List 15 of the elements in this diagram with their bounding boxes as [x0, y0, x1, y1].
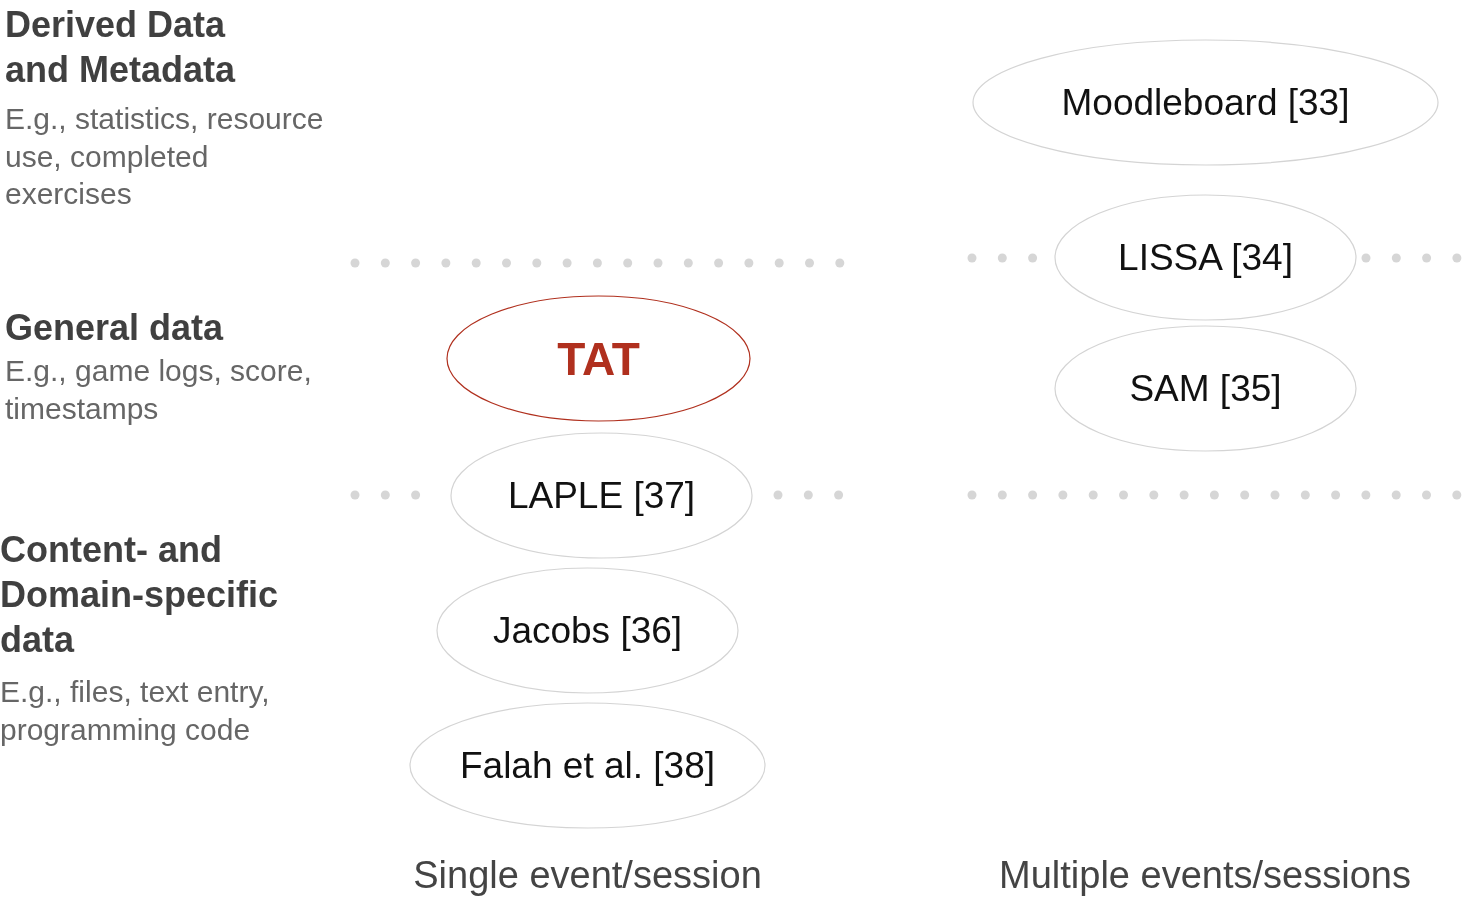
node-label: Moodleboard [33] [1061, 81, 1350, 124]
node-label: SAM [35] [1129, 367, 1282, 410]
example-text: E.g., files, text entry, programming code [0, 674, 271, 748]
node-label: Falah et al. [38] [459, 744, 715, 787]
example-text: E.g., statistics, resource use, completed exercises [5, 101, 325, 212]
example-text: E.g., game logs, score, timestamps [5, 353, 313, 427]
column-label: Single event/session [412, 853, 763, 898]
node-label: LAPLE [37] [507, 474, 696, 517]
node-label: Jacobs [36] [492, 609, 683, 652]
column-label: Multiple events/sessions [998, 853, 1412, 898]
category-heading: General data [5, 306, 225, 350]
node-label: LISSA [34] [1118, 236, 1293, 279]
category-heading: Derived Data and Metadata [5, 3, 237, 92]
node-label: TAT [557, 331, 640, 386]
category-heading: Content- and Domain-specific data [0, 528, 280, 662]
